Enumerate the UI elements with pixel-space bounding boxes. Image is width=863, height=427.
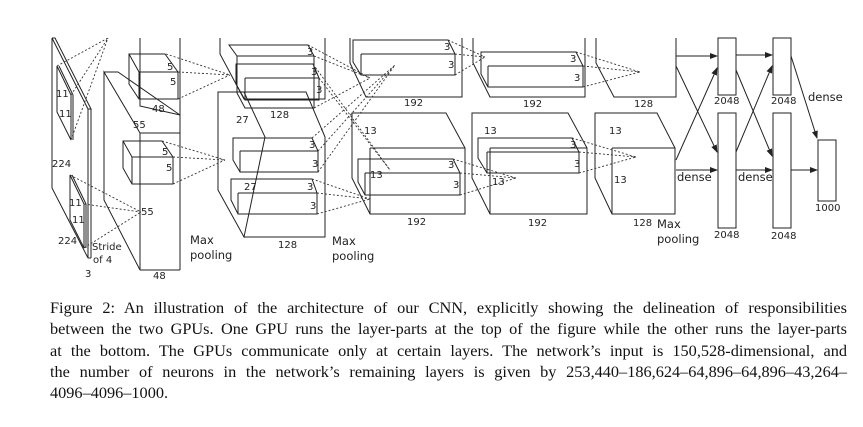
- label-kernel: 3: [316, 85, 322, 96]
- label-kernel: 3: [311, 67, 317, 78]
- caption-line: 4096–4096–1000.: [50, 383, 169, 403]
- label-dense: dense: [808, 90, 843, 104]
- label-stride: Stride: [92, 242, 122, 253]
- label-conv5-dim: 13: [614, 175, 627, 186]
- label-kernel: 11: [72, 215, 85, 226]
- label-conv4-depth: 192: [523, 99, 542, 110]
- label-conv3-depth: 192: [407, 217, 426, 228]
- label-conv3-dim: 13: [364, 126, 377, 137]
- label-conv1-dim: 55: [133, 120, 146, 131]
- label-fc7-size: 2048: [771, 231, 796, 242]
- label-kernel: 3: [570, 54, 576, 65]
- cnn-architecture-diagram: 11 11 224 11 11 224 Stride of 4 3 5 5 48…: [51, 37, 843, 282]
- label-fc6-size: 2048: [714, 230, 739, 241]
- caption-line: at the bottom. The GPUs communicate only…: [50, 340, 847, 360]
- fc-layers: [717, 37, 837, 229]
- label-max-pooling: pooling: [657, 232, 699, 246]
- label-kernel: 11: [59, 109, 72, 120]
- label-input-height: 224: [52, 159, 71, 170]
- label-conv2-depth: 128: [270, 110, 289, 121]
- dense-connections: [675, 52, 818, 173]
- label-max-pooling: pooling: [332, 249, 374, 263]
- label-conv4-dim: 13: [492, 177, 505, 188]
- label-conv3-depth: 192: [404, 98, 423, 109]
- label-fc8-size: 1000: [815, 203, 840, 214]
- label-kernel: 5: [170, 77, 176, 88]
- label-kernel: 3: [310, 201, 316, 212]
- label-stride: of 4: [93, 255, 112, 266]
- label-conv5-depth: 128: [634, 99, 653, 110]
- label-kernel: 5: [162, 147, 168, 158]
- caption-line: between the two GPUs. One GPU runs the l…: [50, 319, 847, 339]
- label-fc7-size: 2048: [771, 96, 796, 107]
- label-conv5-depth: 128: [633, 218, 652, 229]
- label-max-pooling: Max: [332, 234, 356, 248]
- label-dense: dense: [677, 170, 712, 184]
- label-kernel: 3: [453, 180, 459, 191]
- label-conv2-dim: 27: [244, 182, 257, 193]
- label-kernel: 3: [444, 42, 450, 53]
- label-kernel: 3: [309, 140, 315, 151]
- label-kernel: 3: [574, 73, 580, 84]
- conv4-volume: [471, 38, 588, 215]
- label-kernel: 3: [448, 160, 454, 171]
- label-kernel: 3: [307, 182, 313, 193]
- label-conv1-dim: 55: [141, 207, 154, 218]
- label-conv1-depth: 48: [152, 104, 165, 115]
- label-conv5-dim: 13: [609, 126, 622, 137]
- label-conv4-depth: 192: [528, 218, 547, 229]
- figure-caption: Figure 2: An illustration of the archite…: [50, 297, 847, 403]
- label-kernel: 11: [69, 198, 82, 209]
- label-max-pooling: Max: [190, 233, 214, 247]
- label-input-width: 224: [58, 236, 77, 247]
- label-kernel: 5: [167, 62, 173, 73]
- label-kernel: 3: [312, 159, 318, 170]
- label-kernel: 3: [574, 159, 580, 170]
- label-kernel: 11: [56, 89, 69, 100]
- conv2-volume: [217, 38, 326, 239]
- label-conv3-dim: 13: [370, 170, 383, 181]
- label-conv4-dim: 13: [484, 126, 497, 137]
- dimension-labels: 11 11 224 11 11 224 Stride of 4 3 5 5 48…: [52, 42, 843, 282]
- caption-line: the number of neurons in the network’s r…: [50, 361, 847, 381]
- label-input-depth: 3: [85, 269, 91, 280]
- label-max-pooling: Max: [657, 217, 681, 231]
- label-kernel: 3: [448, 60, 454, 71]
- label-kernel: 3: [570, 140, 576, 151]
- label-kernel: 3: [307, 47, 313, 58]
- label-kernel: 5: [166, 163, 172, 174]
- label-conv2-depth: 128: [278, 240, 297, 251]
- caption-line: Figure 2: An illustration of the archite…: [50, 298, 847, 317]
- conv5-volume: [594, 38, 677, 215]
- receptive-field-lines: [56, 37, 641, 249]
- label-fc6-size: 2048: [714, 96, 739, 107]
- label-conv2-dim: 27: [236, 115, 249, 126]
- label-max-pooling: pooling: [190, 248, 232, 262]
- label-dense: dense: [738, 170, 773, 184]
- label-conv1-depth: 48: [153, 271, 166, 282]
